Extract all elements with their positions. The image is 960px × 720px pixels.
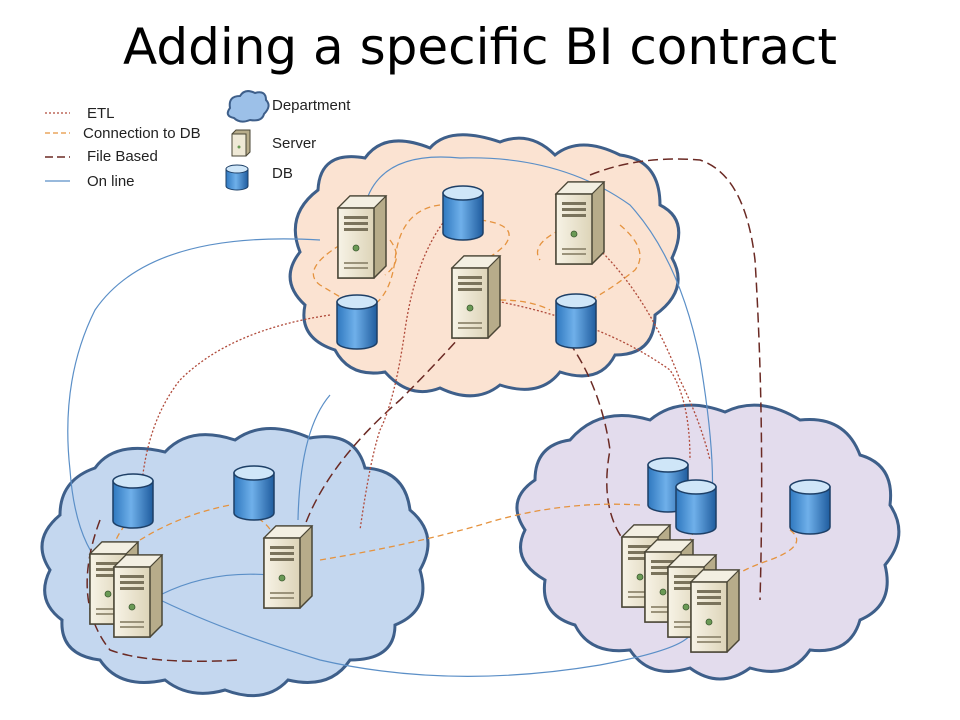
db-link [499, 299, 551, 311]
file-based-connections [86, 158, 763, 662]
db-link [384, 239, 397, 276]
server-icon [231, 129, 251, 157]
online-link [159, 573, 271, 596]
database-icon [233, 465, 275, 521]
database-icon [675, 479, 717, 535]
etl-link [489, 299, 691, 461]
database-icon [789, 479, 831, 535]
server-icon [113, 554, 163, 638]
server-icon [263, 525, 313, 609]
db-link [364, 204, 441, 311]
online-connections [67, 156, 714, 677]
legend-label-server: Server [272, 135, 317, 152]
file-based-link [559, 329, 651, 566]
legend-label-department: Department [272, 97, 351, 114]
etl-link [139, 314, 331, 521]
online-link [297, 394, 331, 521]
cloud-icon [226, 90, 270, 123]
database-icon [555, 293, 597, 349]
database-icon [336, 294, 378, 350]
online-link [364, 156, 714, 501]
legend [45, 90, 270, 191]
online-link [149, 594, 691, 677]
db-link [589, 224, 641, 301]
database-icon [442, 185, 484, 241]
legend-label-connection-to-db: Connection to DB [83, 125, 201, 142]
db-link [319, 503, 641, 561]
server-icon [337, 195, 387, 279]
server-icon [555, 181, 605, 265]
server-icon [451, 255, 501, 339]
etl-connections [139, 219, 711, 531]
file-based-link [86, 519, 241, 662]
etl-link [359, 219, 446, 531]
file-based-link [299, 319, 476, 541]
file-based-link [589, 158, 763, 601]
legend-label-file-based: File Based [87, 148, 158, 165]
db-link [312, 244, 356, 306]
database-icon [112, 473, 154, 529]
online-link [67, 238, 321, 571]
page-title: Adding a specific BI contract [123, 18, 837, 76]
database-icon [225, 164, 249, 191]
server-icon [690, 569, 740, 653]
legend-label-db: DB [272, 165, 293, 182]
legend-label-on-line: On line [87, 173, 135, 190]
legend-label-etl: ETL [87, 105, 115, 122]
